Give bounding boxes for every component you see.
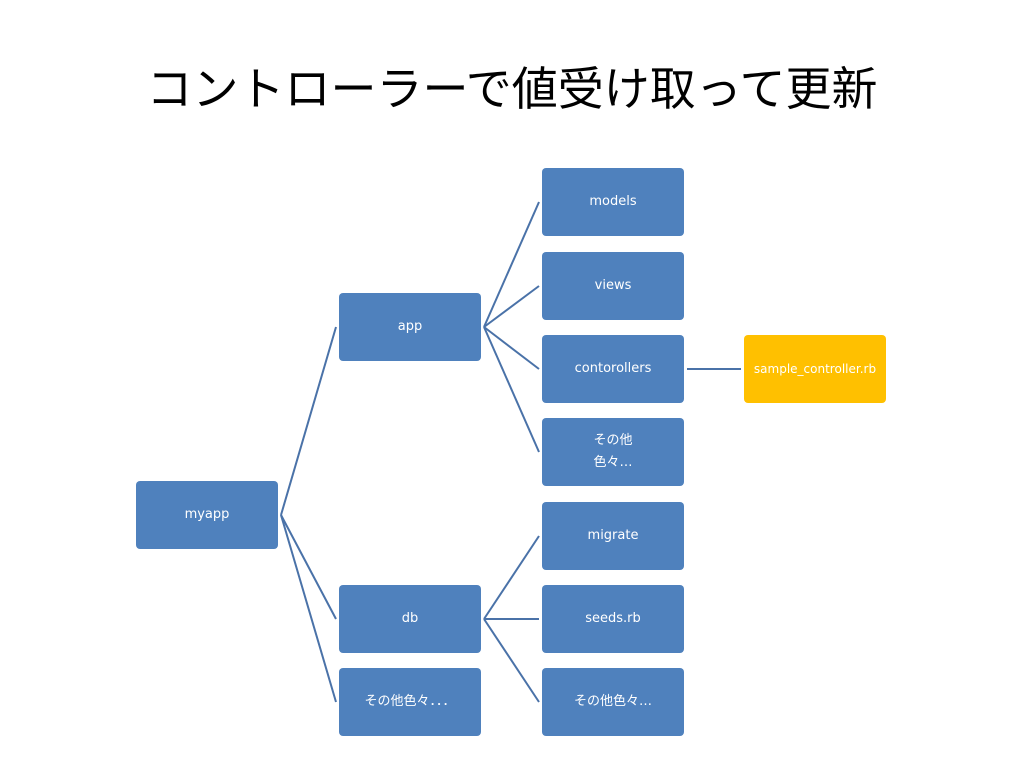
connector-app-models <box>483 201 540 328</box>
node-db: db <box>339 585 481 653</box>
connector-app-etc2 <box>483 326 540 453</box>
connector-myapp-etc1 <box>280 514 337 703</box>
node-etc-db: その他色々… <box>542 668 684 736</box>
connector-db-migrate <box>483 535 540 620</box>
node-controllers: contorollers <box>542 335 684 403</box>
slide-title: コントローラーで値受け取って更新 <box>146 62 878 116</box>
node-myapp: myapp <box>136 481 278 549</box>
node-etc-app: その他 色々… <box>542 418 684 486</box>
connector-myapp-app <box>280 326 337 516</box>
connector-app-controllers <box>483 326 540 370</box>
node-views: views <box>542 252 684 320</box>
node-app: app <box>339 293 481 361</box>
node-migrate: migrate <box>542 502 684 570</box>
connector-app-views <box>483 285 540 328</box>
node-seeds: seeds.rb <box>542 585 684 653</box>
node-sample-controller: sample_controller.rb <box>744 335 886 403</box>
connector-myapp-db <box>280 514 337 620</box>
node-etc-root: その他色々．．． <box>339 668 481 736</box>
node-models: models <box>542 168 684 236</box>
connector-db-etc3 <box>483 618 540 703</box>
